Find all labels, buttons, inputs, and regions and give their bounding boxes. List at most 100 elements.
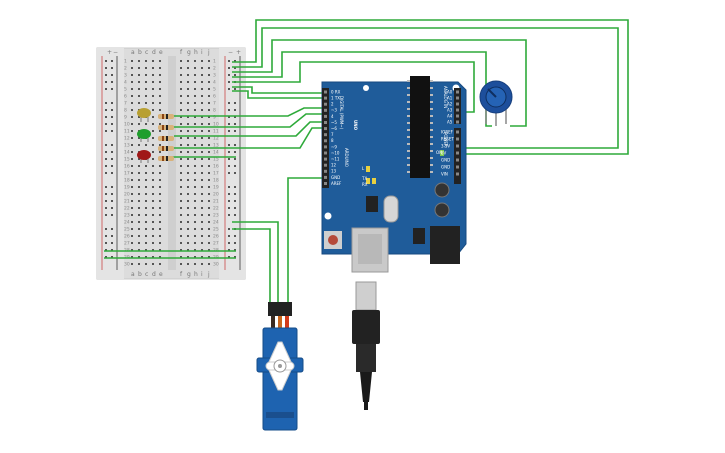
breadboard-hole: [131, 200, 133, 202]
digital-pin[interactable]: [324, 102, 327, 106]
power-pin[interactable]: [456, 137, 459, 141]
reset-button-cap[interactable]: [328, 235, 338, 245]
analog-pin[interactable]: [456, 120, 459, 124]
breadboard-hole: [180, 235, 182, 237]
breadboard-hole: [201, 151, 203, 153]
digital-pin[interactable]: [324, 90, 327, 94]
breadboard-hole: [152, 88, 154, 90]
breadboard-hole: [180, 242, 182, 244]
rail-hole: [228, 130, 230, 132]
col-label-a: a: [131, 49, 135, 56]
breadboard-hole: [208, 151, 210, 153]
analog-pin[interactable]: [456, 96, 459, 100]
digital-pin[interactable]: [324, 145, 327, 149]
tx-led: [366, 178, 370, 184]
breadboard-hole: [159, 109, 161, 111]
digital-pin[interactable]: [324, 139, 327, 143]
analog-pin[interactable]: [456, 90, 459, 94]
chip-leg: [407, 157, 410, 159]
digital-pin[interactable]: [324, 157, 327, 161]
breadboard-hole: [180, 172, 182, 174]
row-number-left: 25: [124, 227, 130, 233]
analog-pin[interactable]: [456, 114, 459, 118]
breadboard-hole: [201, 235, 203, 237]
row-number-left: 21: [124, 199, 130, 205]
breadboard-hole: [180, 60, 182, 62]
analog-pin[interactable]: [456, 102, 459, 106]
power-pin[interactable]: [456, 144, 459, 148]
digital-pin[interactable]: [324, 175, 327, 179]
breadboard-hole: [180, 263, 182, 265]
row-number-left: 2: [124, 66, 127, 72]
usb-cable: [352, 281, 380, 410]
breadboard-hole: [194, 165, 196, 167]
power-pin[interactable]: [456, 172, 459, 176]
breadboard-hole: [194, 263, 196, 265]
breadboard-hole: [138, 242, 140, 244]
digital-pin[interactable]: [324, 96, 327, 100]
row-number-right: 19: [213, 185, 219, 191]
chip-leg: [407, 87, 410, 89]
digital-pin[interactable]: [324, 163, 327, 167]
rail-hole: [111, 109, 113, 111]
breadboard-hole: [145, 256, 147, 258]
breadboard-hole: [138, 165, 140, 167]
regulator: [413, 228, 425, 244]
breadboard-hole: [159, 179, 161, 181]
breadboard-hole: [194, 186, 196, 188]
digital-pin[interactable]: [324, 108, 327, 112]
digital-pin[interactable]: [324, 114, 327, 118]
rail-hole: [234, 200, 236, 202]
digital-pin[interactable]: [324, 169, 327, 173]
digital-pin[interactable]: [324, 151, 327, 155]
power-pin[interactable]: [456, 165, 459, 169]
breadboard-hole: [145, 200, 147, 202]
breadboard-hole: [194, 81, 196, 83]
breadboard-hole: [138, 123, 140, 125]
row-number-left: 19: [124, 185, 130, 191]
breadboard-hole: [145, 242, 147, 244]
chip-leg: [407, 80, 410, 82]
power-pin[interactable]: [456, 130, 459, 134]
rx-led: [372, 178, 376, 184]
digital-pin[interactable]: [324, 127, 327, 131]
rail-hole: [228, 74, 230, 76]
breadboard-hole: [208, 228, 210, 230]
breadboard-hole: [131, 95, 133, 97]
row-number-right: 2: [213, 66, 216, 72]
breadboard-hole: [152, 158, 154, 160]
rail-hole: [234, 130, 236, 132]
breadboard-hole: [138, 137, 140, 139]
row-number-right: 30: [213, 262, 219, 268]
col-label-a-bottom: a: [131, 271, 135, 278]
row-number-right: 22: [213, 206, 219, 212]
power-pin[interactable]: [456, 151, 459, 155]
row-number-left: 14: [124, 150, 130, 156]
chip-leg: [430, 80, 433, 82]
breadboard-hole: [201, 60, 203, 62]
breadboard-hole: [152, 144, 154, 146]
digital-header: [322, 88, 329, 188]
power-pin[interactable]: [456, 158, 459, 162]
digital-pin[interactable]: [324, 133, 327, 137]
small-chip: [366, 196, 378, 212]
digital-pin[interactable]: [324, 182, 327, 185]
row-number-right: 13: [213, 143, 219, 149]
breadboard-hole: [201, 158, 203, 160]
breadboard-hole: [159, 151, 161, 153]
breadboard-hole: [208, 221, 210, 223]
potentiometer[interactable]: [479, 80, 513, 126]
breadboard-hole: [208, 214, 210, 216]
breadboard-hole: [138, 102, 140, 104]
row-number-left: 20: [124, 192, 130, 198]
breadboard-hole: [138, 263, 140, 265]
breadboard-hole: [187, 172, 189, 174]
analog-pin[interactable]: [456, 108, 459, 112]
digital-pin[interactable]: [324, 121, 327, 124]
row-number-left: 17: [124, 171, 130, 177]
wire-servo-gnd: [232, 228, 271, 302]
crystal: [383, 195, 399, 223]
breadboard-hole: [138, 60, 140, 62]
rail-hole: [105, 235, 107, 237]
